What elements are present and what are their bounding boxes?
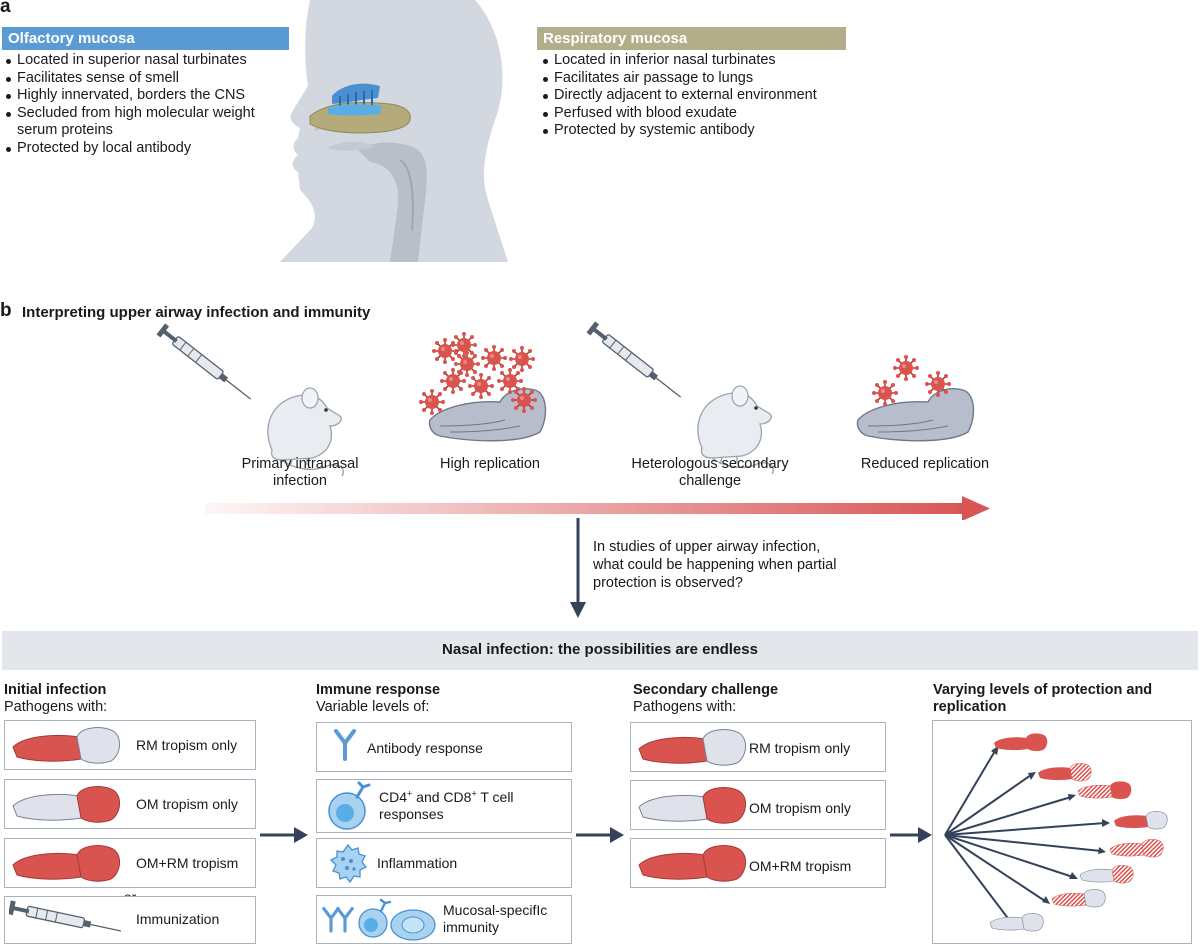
outcome-title: Varying levels of protection and replica…: [933, 682, 1153, 715]
secondary-omrm-label: OM+RM tropism: [749, 858, 852, 874]
t-cell-label: CD4+ and CD8+ T cell responses: [379, 788, 514, 822]
olfactory-mucosa-header: Olfactory mucosa: [2, 27, 289, 50]
respiratory-mucosa-list: Located in inferior nasal turbinates Fac…: [541, 52, 861, 140]
immune-response-title: Immune response: [316, 682, 441, 698]
syringe-icon: [9, 899, 124, 939]
antibody-icon: [334, 729, 356, 761]
nasal-tissue-omrm-icon: [12, 845, 120, 882]
possibilities-banner: [2, 631, 1198, 670]
immune-box-antibody: Antibody response: [316, 722, 572, 772]
inflammation-cell-icon: [329, 843, 368, 884]
outcome-tissue-icon: [1109, 839, 1164, 858]
respiratory-item: Directly adjacent to external environmen…: [541, 87, 861, 105]
syringe-icon: [155, 322, 256, 406]
initial-om-label: OM tropism only: [136, 796, 238, 812]
outcome-tissue-icon: [1079, 865, 1134, 884]
initial-omrm-label: OM+RM tropism: [136, 855, 239, 871]
initial-infection-title: Initial infection: [4, 682, 107, 698]
timeline-step-1-label: Primary intranasal infection: [241, 456, 359, 489]
flow-arrow-icon: [260, 827, 308, 843]
secondary-challenge-title: Secondary challenge: [633, 682, 779, 698]
outcome-box: [932, 720, 1192, 944]
secondary-box-omrm: OM+RM tropism: [630, 838, 886, 888]
outcome-tissue-icon: [1051, 889, 1106, 908]
olfactory-item: Secluded from high molecular weight seru…: [4, 105, 294, 140]
t-cell-icon: [328, 781, 371, 830]
panel-a-letter: a: [0, 0, 11, 17]
respiratory-item: Perfused with blood exudate: [541, 105, 861, 123]
inflammation-label: Inflammation: [377, 855, 458, 871]
timeline-step-2-label: High replication: [440, 456, 540, 472]
nasal-tissue-icon: [856, 388, 975, 442]
outcome-tissue-icon: [994, 733, 1048, 752]
nasal-tissue-om-icon: [638, 787, 746, 824]
immune-box-inflammation: Inflammation: [316, 838, 572, 888]
initial-box-immunization: Immunization: [4, 896, 256, 944]
partial-protection-question: In studies of upper airway infection, wh…: [593, 539, 837, 591]
outcome-fan-illustration: [944, 733, 1168, 932]
olfactory-mucosa-list: Located in superior nasal turbinates Fac…: [4, 52, 294, 157]
respiratory-item: Protected by systemic antibody: [541, 122, 861, 140]
immune-box-tcell: CD4+ and CD8+ T cell responses: [316, 779, 572, 833]
nasal-tissue-rm-icon: [12, 727, 120, 764]
timeline-illustrations: [155, 320, 990, 520]
olfactory-bulb-icon: [328, 83, 382, 116]
respiratory-item: Facilitates air passage to lungs: [541, 70, 861, 88]
secondary-challenge-subtitle: Pathogens with:: [633, 699, 737, 715]
nasal-tissue-icon: [428, 388, 547, 442]
outcome-tissue-icon: [1038, 763, 1092, 782]
head-anatomy-illustration: [280, 0, 508, 262]
initial-box-om: OM tropism only: [4, 779, 256, 829]
initial-infection-subtitle: Pathogens with:: [4, 699, 108, 715]
outcome-tissue-icon: [1077, 781, 1132, 800]
nasal-tissue-rm-icon: [638, 729, 746, 766]
nasal-tissue-omrm-icon: [638, 845, 746, 882]
secondary-box-om: OM tropism only: [630, 780, 886, 830]
olfactory-item: Facilitates sense of smell: [4, 70, 294, 88]
immune-box-mucosal: Mucosal-specifIc immunity: [316, 895, 572, 944]
down-arrow-icon: [570, 518, 586, 618]
secondary-om-label: OM tropism only: [749, 800, 851, 816]
secondary-box-rm: RM tropism only: [630, 722, 886, 772]
flow-arrow-icon: [576, 827, 624, 843]
outcome-tissue-icon: [1114, 811, 1168, 830]
respiratory-item: Located in inferior nasal turbinates: [541, 52, 861, 70]
timeline-arrow: [205, 496, 990, 520]
respiratory-mucosa-header: Respiratory mucosa: [537, 27, 846, 50]
initial-rm-label: RM tropism only: [136, 737, 238, 753]
mucosal-immunity-icon: [322, 898, 436, 941]
panel-b-letter: b: [0, 300, 12, 321]
mucosal-label: Mucosal-specifIc immunity: [443, 902, 548, 935]
flow-arrow-icon: [890, 827, 932, 843]
initial-box-omrm: OM+RM tropism: [4, 838, 256, 888]
nasal-tissue-om-icon: [12, 786, 120, 823]
timeline-step-4-label: Reduced replication: [860, 456, 990, 472]
secondary-rm-label: RM tropism only: [749, 740, 851, 756]
timeline-step-3-label: Heterologous secondary challenge: [631, 456, 789, 489]
immunization-label: Immunization: [136, 911, 220, 927]
syringe-icon: [585, 320, 686, 404]
olfactory-item: Protected by local antibody: [4, 140, 294, 158]
panel-b-title: Interpreting upper airway infection and …: [22, 304, 371, 321]
olfactory-item: Located in superior nasal turbinates: [4, 52, 294, 70]
outcome-tissue-icon: [989, 913, 1044, 932]
possibilities-banner-text: Nasal infection: the possibilities are e…: [442, 641, 758, 658]
antibody-label: Antibody response: [367, 740, 483, 756]
immune-response-subtitle: Variable levels of:: [316, 699, 430, 715]
initial-box-rm: RM tropism only: [4, 720, 256, 770]
olfactory-item: Highly innervated, borders the CNS: [4, 87, 294, 105]
